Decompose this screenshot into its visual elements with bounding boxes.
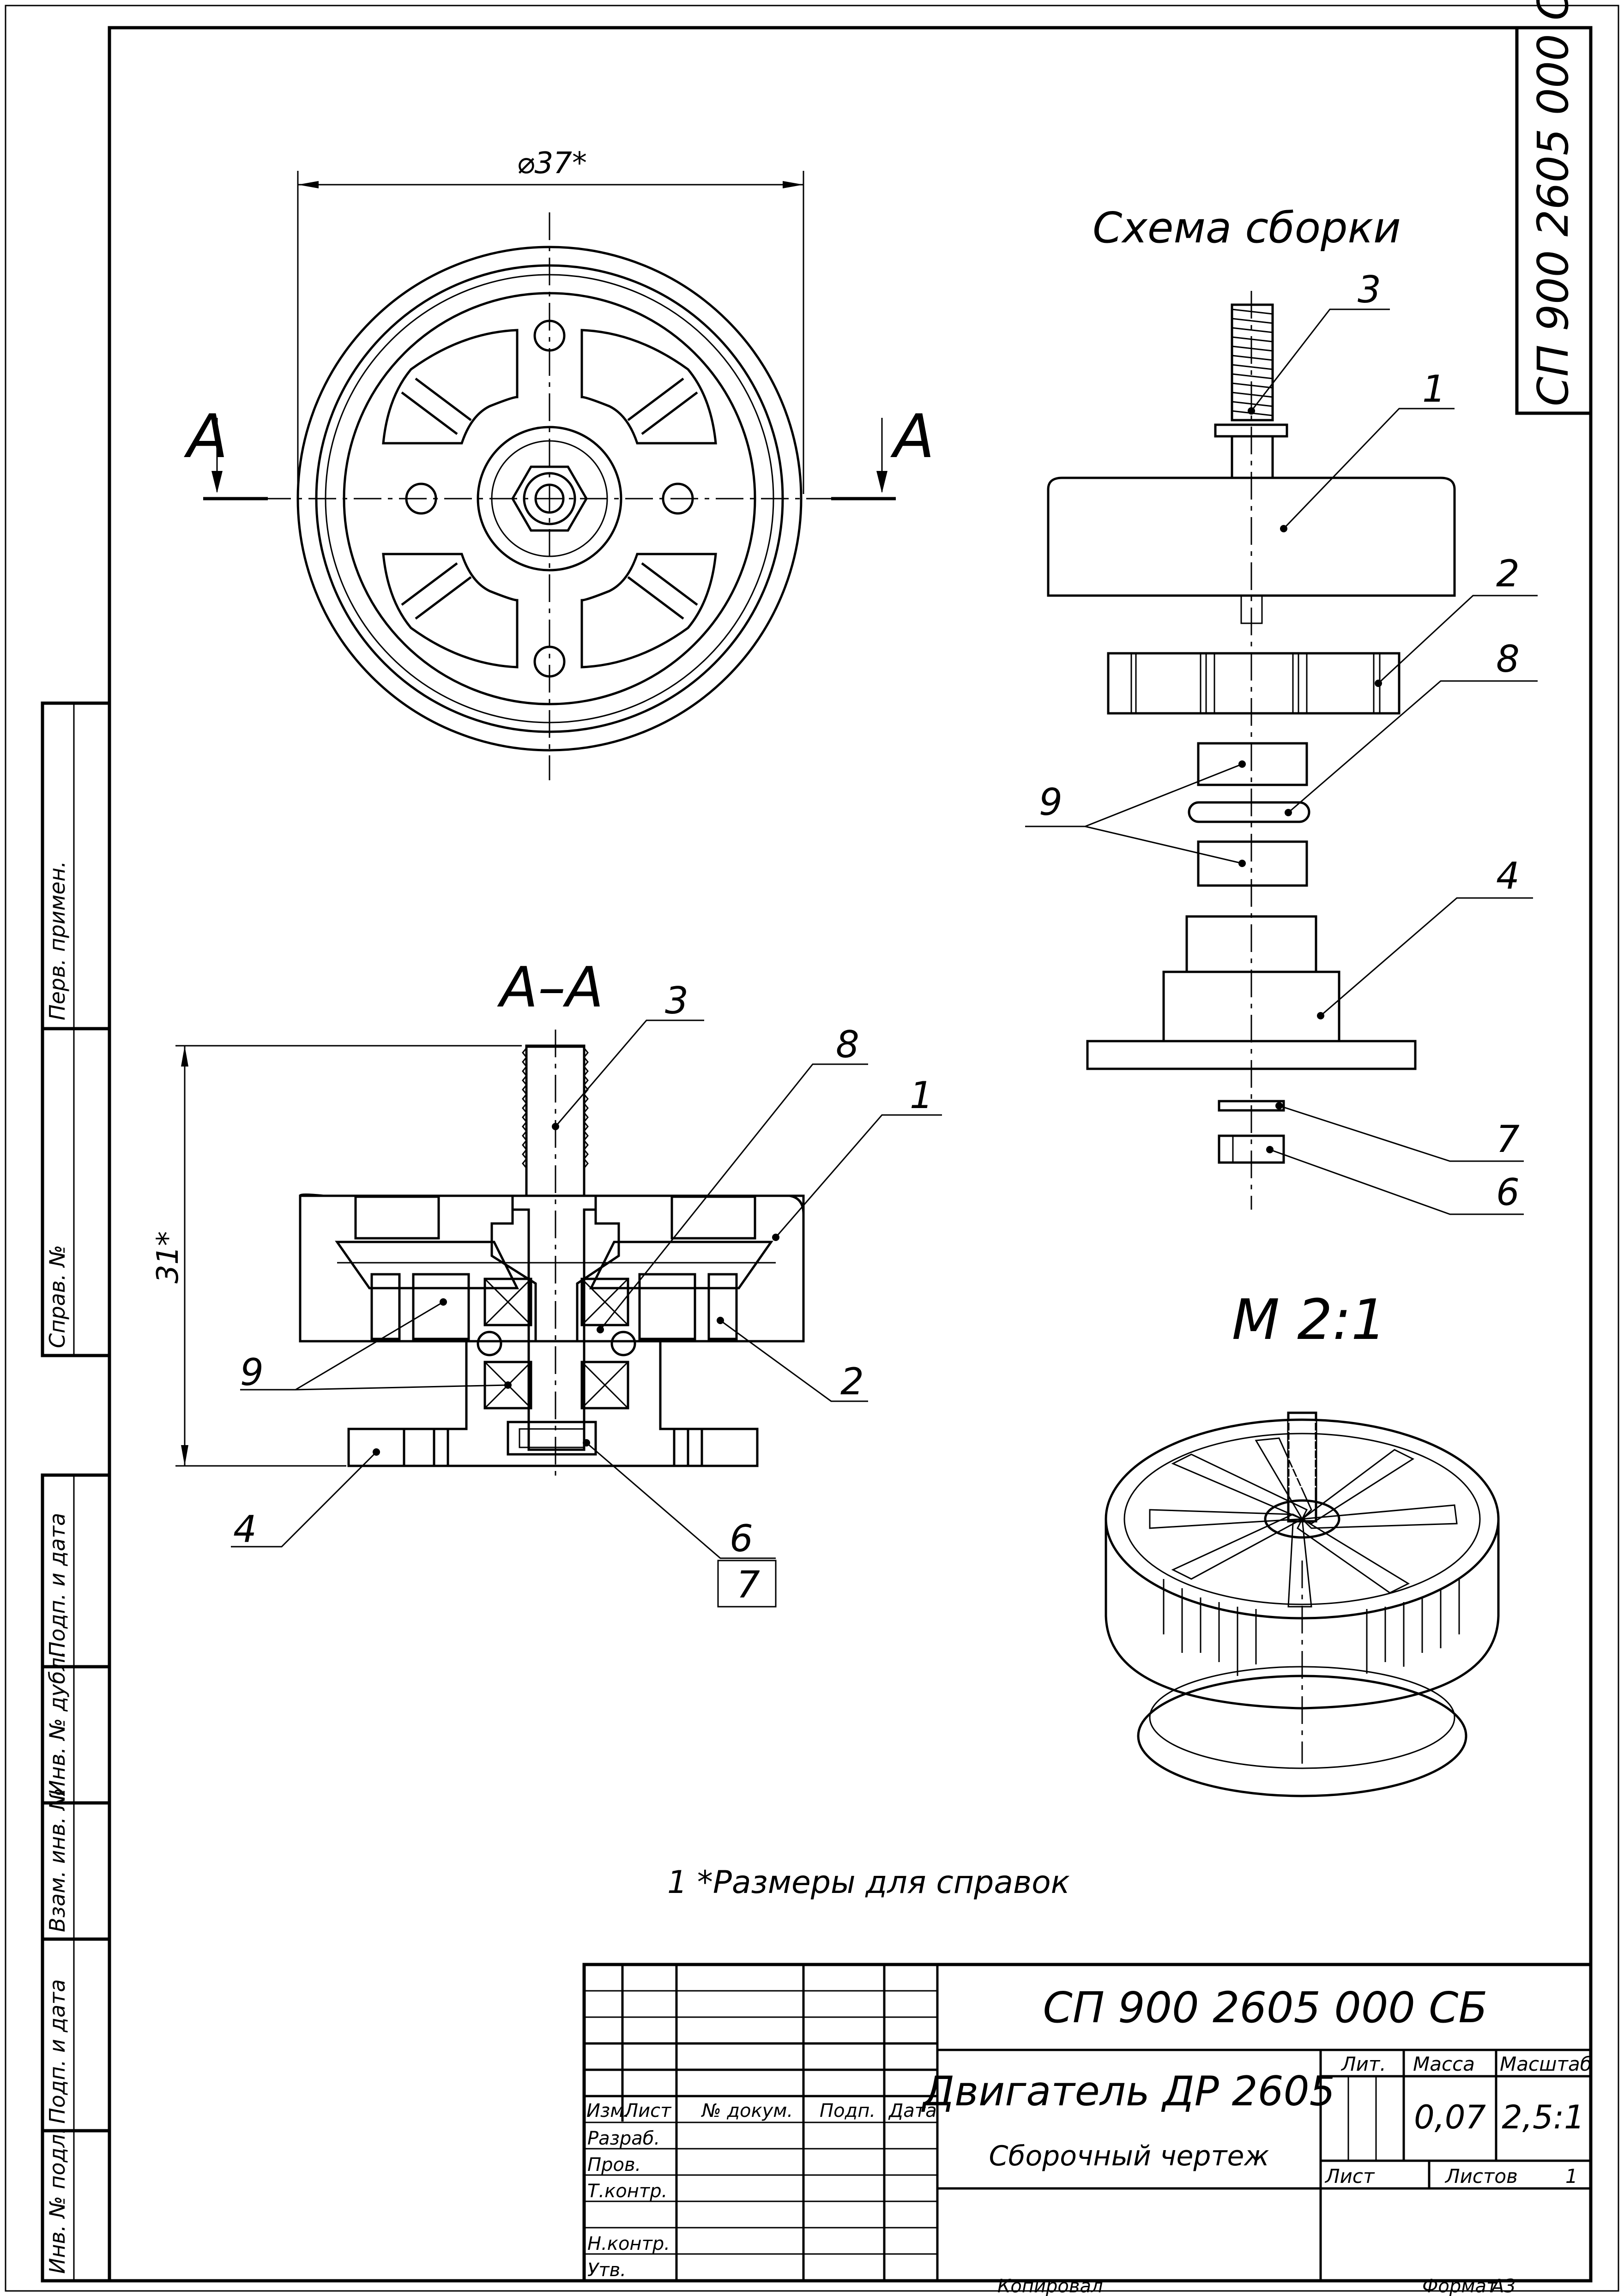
section-mark-left: А bbox=[184, 401, 228, 471]
section-label-9: 9 bbox=[240, 1351, 264, 1394]
section-leaders bbox=[231, 1019, 942, 1559]
role-tkontr: Т.контр. bbox=[587, 2181, 667, 2202]
left-strip-upper: Перв. примен. Справ. № bbox=[41, 701, 111, 1357]
assembly-label-3: 3 bbox=[1358, 268, 1381, 311]
assembly-label-9: 9 bbox=[1039, 781, 1063, 824]
section-label-6: 6 bbox=[730, 1517, 753, 1560]
corner-code: СП 900 2605 000 СБ bbox=[1528, 0, 1578, 406]
col-izm: Изм. bbox=[586, 2100, 630, 2121]
assembly-view: Схема сборки bbox=[1025, 203, 1538, 1215]
footer-format-label: Формат bbox=[1422, 2276, 1498, 2296]
stamp-code: СП 900 2605 000 СБ bbox=[1043, 1983, 1487, 2032]
strip-label-inv-podl: Инв. № подл. bbox=[45, 2127, 70, 2274]
left-strip-lower: Подп. и дата Инв. № дубл. Взам. инв. № П… bbox=[41, 1473, 111, 2283]
stamp-mass: 0,07 bbox=[1414, 2098, 1486, 2136]
strip-label-podp1: Подп. и дата bbox=[45, 1513, 70, 1657]
strip-label-perv: Перв. примен. bbox=[45, 861, 70, 1020]
footer-copied: Копировал bbox=[997, 2276, 1103, 2296]
top-diameter: ⌀37* bbox=[517, 146, 587, 181]
section-bearings bbox=[477, 1278, 636, 1410]
section-title: А–А bbox=[497, 956, 604, 1020]
section-label-2: 2 bbox=[840, 1360, 864, 1403]
role-razrab: Разраб. bbox=[587, 2128, 660, 2149]
assembly-label-4: 4 bbox=[1496, 855, 1520, 898]
strip-label-sprav: Справ. № bbox=[45, 1245, 70, 1348]
section-view: А–А bbox=[151, 956, 942, 1608]
role-prov: Пров. bbox=[587, 2154, 641, 2175]
strip-label-vzam: Взам. инв. № bbox=[45, 1788, 70, 1932]
col-doc: № докум. bbox=[701, 2100, 793, 2121]
section-label-7: 7 bbox=[737, 1563, 760, 1606]
section-label-8: 8 bbox=[836, 1023, 859, 1066]
stamp-sheets-count: 1 bbox=[1565, 2165, 1578, 2188]
hdr-sheet: Лист bbox=[1324, 2165, 1375, 2188]
hdr-mass: Масса bbox=[1413, 2053, 1475, 2075]
top-view: ⌀37* А А bbox=[184, 146, 935, 780]
assembly-label-6: 6 bbox=[1496, 1171, 1520, 1214]
stamp-title: Двигатель ДР 2605 bbox=[921, 2067, 1335, 2115]
col-list: Лист bbox=[623, 2100, 672, 2121]
section-label-3: 3 bbox=[665, 979, 688, 1022]
role-utv: Утв. bbox=[587, 2260, 626, 2281]
hdr-sheets: Листов bbox=[1444, 2165, 1518, 2188]
hdr-scale: Масштаб bbox=[1500, 2053, 1592, 2075]
hdr-lit: Лит. bbox=[1340, 2053, 1386, 2075]
iso-view: М 2:1 bbox=[1105, 1288, 1500, 1797]
assembly-label-1: 1 bbox=[1422, 368, 1446, 410]
section-label-1: 1 bbox=[910, 1074, 933, 1117]
stamp-scale: 2,5:1 bbox=[1502, 2098, 1584, 2136]
section-label-4: 4 bbox=[233, 1508, 257, 1551]
col-sign: Подп. bbox=[820, 2100, 875, 2121]
assembly-label-8: 8 bbox=[1496, 638, 1520, 681]
section-mark-right: А bbox=[890, 401, 935, 471]
iso-scale: М 2:1 bbox=[1232, 1288, 1387, 1352]
col-date: Дата bbox=[888, 2100, 937, 2121]
title-block: Изм. Лист № докум. Подп. Дата Разраб. Пр… bbox=[582, 1963, 1593, 2283]
strip-label-inv-dubl: Инв. № дубл. bbox=[45, 1651, 70, 1796]
top-view-windows bbox=[382, 329, 717, 669]
sheet-frame bbox=[5, 5, 1619, 2292]
stamp-subtitle: Сборочный чертеж bbox=[989, 2140, 1269, 2172]
assembly-title: Схема сборки bbox=[1093, 203, 1401, 253]
role-nkontr: Н.контр. bbox=[587, 2233, 670, 2254]
assembly-label-7: 7 bbox=[1496, 1118, 1520, 1161]
strip-label-podp2: Подп. и дата bbox=[45, 1979, 70, 2124]
assembly-leaders bbox=[1025, 308, 1538, 1215]
corner-code-box: СП 900 2605 000 СБ bbox=[1515, 0, 1593, 415]
footer-format-value: А3 bbox=[1490, 2276, 1516, 2296]
note-text: 1 *Размеры для справок bbox=[667, 1864, 1070, 1901]
assembly-label-2: 2 bbox=[1496, 552, 1520, 595]
section-height: 31* bbox=[151, 1231, 185, 1284]
